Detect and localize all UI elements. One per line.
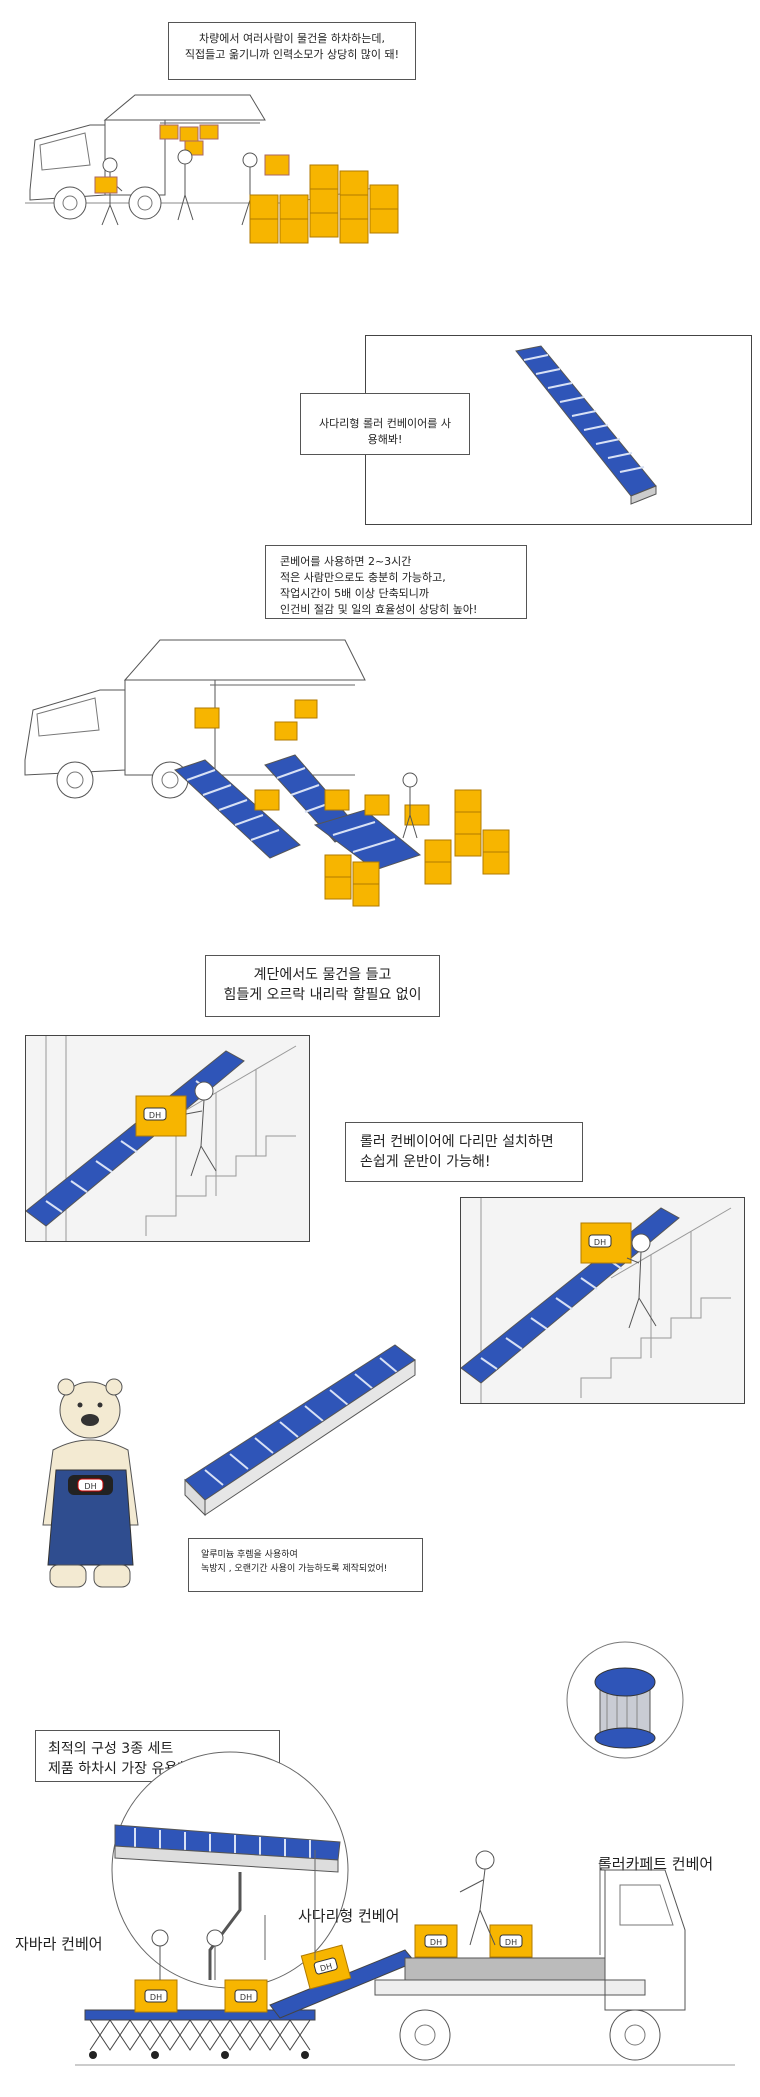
box-logo-stairs-left: DH <box>149 1111 161 1120</box>
speech-bubble-3: 콘베어를 사용하면 2~3시간 적은 사람만으로도 충분히 가능하고, 작업시간… <box>265 545 527 619</box>
bear-mascot: DH <box>28 1375 153 1600</box>
truck-conveyor-illustration <box>15 630 515 920</box>
three-set-unloading-illustration: DH DH DH DH DH <box>75 1850 735 2090</box>
box-logo-truck-2: DH <box>505 1938 517 1947</box>
speech-bubble-1: 차량에서 여러사람이 물건을 하차하는데, 직접들고 옮기니까 인력소모가 상당… <box>168 22 416 80</box>
truck-conveyor-drawing <box>24 639 510 907</box>
bubble-4-line-2: 힘들게 오르락 내리락 할필요 없이 <box>223 987 422 1004</box>
bubble-6-line-2: 녹방지 , 오랜기간 사용이 가능하도록 제작되었어! <box>201 1563 388 1574</box>
roller-carpet-detail-circle <box>565 1640 685 1760</box>
speech-bubble-5: 롤러 컨베이어에 다리만 설치하면 손쉽게 운반이 가능해! <box>345 1122 583 1182</box>
aluminum-conveyor-illustration <box>165 1330 425 1530</box>
speech-bubble-6: 알루미늄 후렘을 사용하여 녹방지 , 오랜기간 사용이 가능하도록 제작되었어… <box>188 1538 423 1592</box>
truck-unloading-drawing <box>25 94 399 244</box>
box-logo-stairs-right: DH <box>594 1238 606 1247</box>
three-set-unloading-drawing: DH DH DH DH DH <box>75 1850 735 2066</box>
bubble-3-line-4: 인건비 절감 및 일의 효율성이 상당히 높아! <box>280 602 478 616</box>
box-logo-jabara-1: DH <box>150 1993 162 2002</box>
label-roller-carpet-conveyor: 롤러카페트 컨베어 <box>598 1855 714 1873</box>
bubble-4-line-1: 계단에서도 물건을 들고 <box>253 967 392 983</box>
bubble-1-line-1: 차량에서 여러사람이 물건을 하차하는데, <box>198 32 386 45</box>
bubble-7-line-1: 최적의 구성 3종 세트 <box>48 1741 174 1757</box>
bubble-3-line-1: 콘베어를 사용하면 2~3시간 <box>280 555 412 568</box>
bubble-3-line-3: 작업시간이 5배 이상 단축되니까 <box>280 586 430 600</box>
mascot-logo: DH <box>84 1482 96 1491</box>
stairs-conveyor-left-drawing: DH <box>26 1036 297 1241</box>
stairs-conveyor-right-drawing: DH <box>461 1198 732 1403</box>
label-ladder-conveyor: 사다리형 컨베어 <box>298 1907 400 1925</box>
aluminum-conveyor-drawing <box>184 1344 416 1517</box>
box-logo-jabara-2: DH <box>240 1993 252 2002</box>
bubble-2-line-1: 사다리형 롤러 컨베이어를 사용해봐! <box>319 417 451 446</box>
ladder-conveyor-drawing <box>515 345 657 505</box>
roller-carpet-detail-drawing <box>566 1641 684 1759</box>
bubble-5-line-1: 롤러 컨베이어에 다리만 설치하면 <box>360 1134 554 1150</box>
label-jabara-conveyor: 자바라 컨베어 <box>15 1935 103 1953</box>
box-logo-truck-1: DH <box>430 1938 442 1947</box>
speech-bubble-4: 계단에서도 물건을 들고 힘들게 오르락 내리락 할필요 없이 <box>205 955 440 1017</box>
stairs-conveyor-panel-right: DH <box>460 1197 745 1404</box>
speech-bubble-2: 사다리형 롤러 컨베이어를 사용해봐! <box>300 393 470 455</box>
bubble-6-line-1: 알루미늄 후렘을 사용하여 <box>201 1550 298 1560</box>
bear-mascot-drawing: DH <box>42 1378 139 1588</box>
bubble-1-line-2: 직접들고 옮기니까 인력소모가 상당히 많이 돼! <box>184 47 400 61</box>
box-logo-ladder: DH <box>319 1962 333 1974</box>
truck-unloading-illustration <box>10 85 410 315</box>
stairs-conveyor-panel-left: DH <box>25 1035 310 1242</box>
bubble-5-line-2: 손쉽게 운반이 가능해! <box>360 1154 491 1171</box>
bubble-3-line-2: 적은 사람만으로도 충분히 가능하고, <box>280 570 446 584</box>
